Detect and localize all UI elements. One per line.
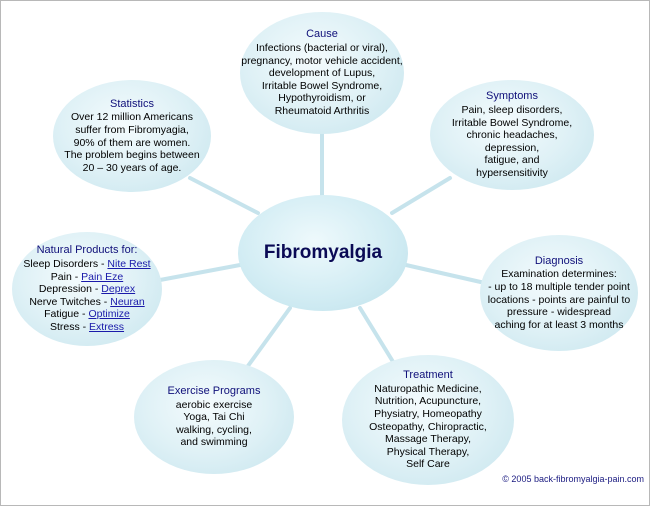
- diagnosis-line: aching for at least 3 months: [494, 318, 624, 331]
- center-bubble: Fibromyalgia: [238, 195, 408, 311]
- cause-line: Rheumatoid Arthritis: [274, 104, 370, 117]
- natural-products-item: Sleep Disorders - Nite Rest: [23, 258, 151, 271]
- statistics-line: suffer from Fibromyagia,: [75, 123, 189, 136]
- connector-statistics: [188, 176, 260, 215]
- statistics-title: Statistics: [109, 97, 154, 110]
- diagnosis-line: pressure - widespread: [507, 306, 611, 319]
- copyright-credit: © 2005 back-fibromyalgia-pain.com: [502, 474, 644, 484]
- treatment-title: Treatment: [403, 369, 453, 382]
- symptoms-line: Irritable Bowel Syndrome,: [451, 116, 573, 129]
- natural-products-item: Pain - Pain Eze: [50, 270, 124, 283]
- natural-products-item: Stress - Extress: [49, 320, 125, 333]
- exercise-line: walking, cycling,: [176, 423, 252, 436]
- cause-bubble: Cause Infections (bacterial or viral), p…: [240, 12, 404, 134]
- cause-line: Infections (bacterial or viral),: [256, 42, 388, 55]
- exercise-line: aerobic exercise: [175, 398, 253, 411]
- diagnosis-line: - up to 18 multiple tender point: [488, 280, 630, 293]
- symptoms-title: Symptoms: [486, 90, 538, 103]
- cause-title: Cause: [306, 28, 338, 41]
- treatment-line: Nutrition, Acupuncture,: [374, 395, 482, 408]
- treatment-line: Massage Therapy,: [385, 433, 471, 446]
- connector-symptoms: [390, 176, 452, 215]
- natural-products-title: Natural Products for:: [36, 244, 138, 257]
- symptoms-line: fatigue, and: [484, 154, 540, 167]
- neuran-link[interactable]: Neuran: [110, 295, 145, 308]
- exercise-bubble: Exercise Programs aerobic exercise Yoga,…: [134, 360, 294, 474]
- symptoms-line: Pain, sleep disorders,: [461, 104, 563, 117]
- statistics-line: The problem begins between: [64, 149, 200, 162]
- connector-natural-products: [158, 263, 242, 282]
- cause-line: Hypothyroidism, or: [278, 92, 366, 105]
- statistics-line: 90% of them are women.: [73, 136, 191, 149]
- treatment-line: Physical Therapy,: [386, 445, 470, 458]
- natural-products-item: Fatigue - Optimize: [44, 308, 130, 321]
- statistics-line: Over 12 million Americans: [71, 111, 193, 124]
- nite-rest-link[interactable]: Nite Rest: [107, 258, 151, 271]
- statistics-bubble: Statistics Over 12 million Americans suf…: [53, 80, 211, 192]
- symptoms-line: chronic headaches,: [466, 129, 558, 142]
- connector-diagnosis: [404, 263, 487, 285]
- diagnosis-line: Examination determines:: [501, 268, 617, 281]
- cause-line: development of Lupus,: [268, 67, 376, 80]
- pain-eze-link[interactable]: Pain Eze: [81, 270, 124, 283]
- exercise-title: Exercise Programs: [167, 385, 261, 398]
- treatment-line: Osteopathy, Chiropractic,: [369, 420, 487, 433]
- treatment-bubble: Treatment Naturopathic Medicine, Nutriti…: [342, 355, 514, 485]
- connector-treatment: [358, 306, 397, 367]
- natural-products-item: Depression - Deprex: [38, 283, 136, 296]
- deprex-link[interactable]: Deprex: [101, 283, 136, 296]
- cause-line: Irritable Bowel Syndrome,: [261, 79, 383, 92]
- natural-products-bubble: Natural Products for: Sleep Disorders - …: [12, 232, 162, 346]
- connector-exercise: [243, 306, 292, 372]
- exercise-line: Yoga, Tai Chi: [183, 411, 245, 424]
- exercise-line: and swimming: [180, 436, 248, 449]
- diagnosis-bubble: Diagnosis Examination determines: - up t…: [480, 235, 638, 351]
- treatment-line: Physiatry, Homeopathy: [374, 407, 482, 420]
- diagnosis-title: Diagnosis: [534, 254, 584, 267]
- symptoms-bubble: Symptoms Pain, sleep disorders, Irritabl…: [430, 80, 594, 190]
- symptoms-line: hypersensitivity: [476, 166, 548, 179]
- natural-products-item: Nerve Twitches - Neuran: [29, 295, 145, 308]
- cause-line: pregnancy, motor vehicle accident,: [241, 54, 403, 67]
- diagnosis-line: locations - points are painful to: [487, 293, 631, 306]
- treatment-line: Naturopathic Medicine,: [374, 382, 482, 395]
- treatment-line: Self Care: [406, 458, 450, 471]
- extress-link[interactable]: Extress: [89, 320, 125, 333]
- optimize-link[interactable]: Optimize: [88, 308, 130, 321]
- symptoms-line: depression,: [484, 141, 540, 154]
- statistics-line: 20 – 30 years of age.: [82, 161, 182, 174]
- center-title: Fibromyalgia: [263, 241, 383, 263]
